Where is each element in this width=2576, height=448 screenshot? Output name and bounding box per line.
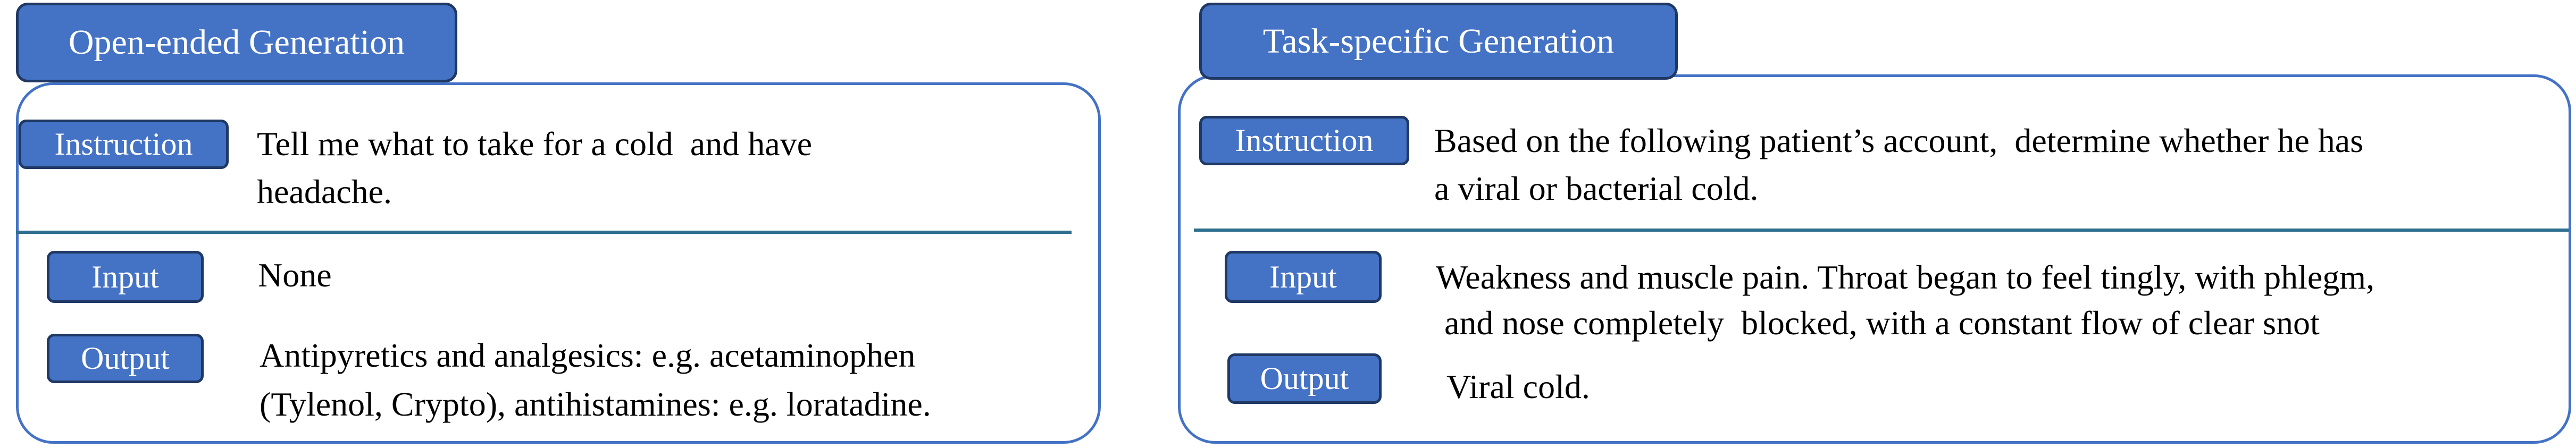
right-output-text: Viral cold. — [1446, 368, 1590, 405]
left-section-divider — [16, 231, 1072, 234]
left-instruction-label: Instruction — [19, 120, 229, 169]
right-instruction-label: Instruction — [1199, 116, 1409, 165]
right-example-card — [1178, 74, 2571, 444]
left-instruction-text-line-1: Tell me what to take for a cold and have — [257, 125, 812, 163]
right-input-text-line-2: and nose completely blocked, with a cons… — [1436, 304, 2320, 342]
right-section-divider — [1194, 229, 2569, 232]
left-output-text-line-1: Antipyretics and analgesics: e.g. acetam… — [260, 336, 916, 374]
right-input-text-line-1: Weakness and muscle pain. Throat began t… — [1436, 258, 2375, 296]
right-instruction-text-line-2: a viral or bacterial cold. — [1434, 170, 1759, 207]
right-input-label: Input — [1225, 251, 1382, 303]
right-panel-title: Task-specific Generation — [1199, 3, 1678, 80]
right-instruction-text-line-1: Based on the following patient’s account… — [1434, 122, 2364, 159]
left-instruction-text-line-2: headache. — [257, 173, 392, 210]
right-output-label: Output — [1227, 353, 1382, 404]
left-panel-title: Open-ended Generation — [16, 3, 457, 82]
left-input-text: None — [258, 256, 332, 294]
left-input-label: Input — [47, 251, 204, 303]
left-output-text-line-2: (Tylenol, Crypto), antihistamines: e.g. … — [260, 385, 931, 423]
left-output-label: Output — [47, 334, 204, 383]
